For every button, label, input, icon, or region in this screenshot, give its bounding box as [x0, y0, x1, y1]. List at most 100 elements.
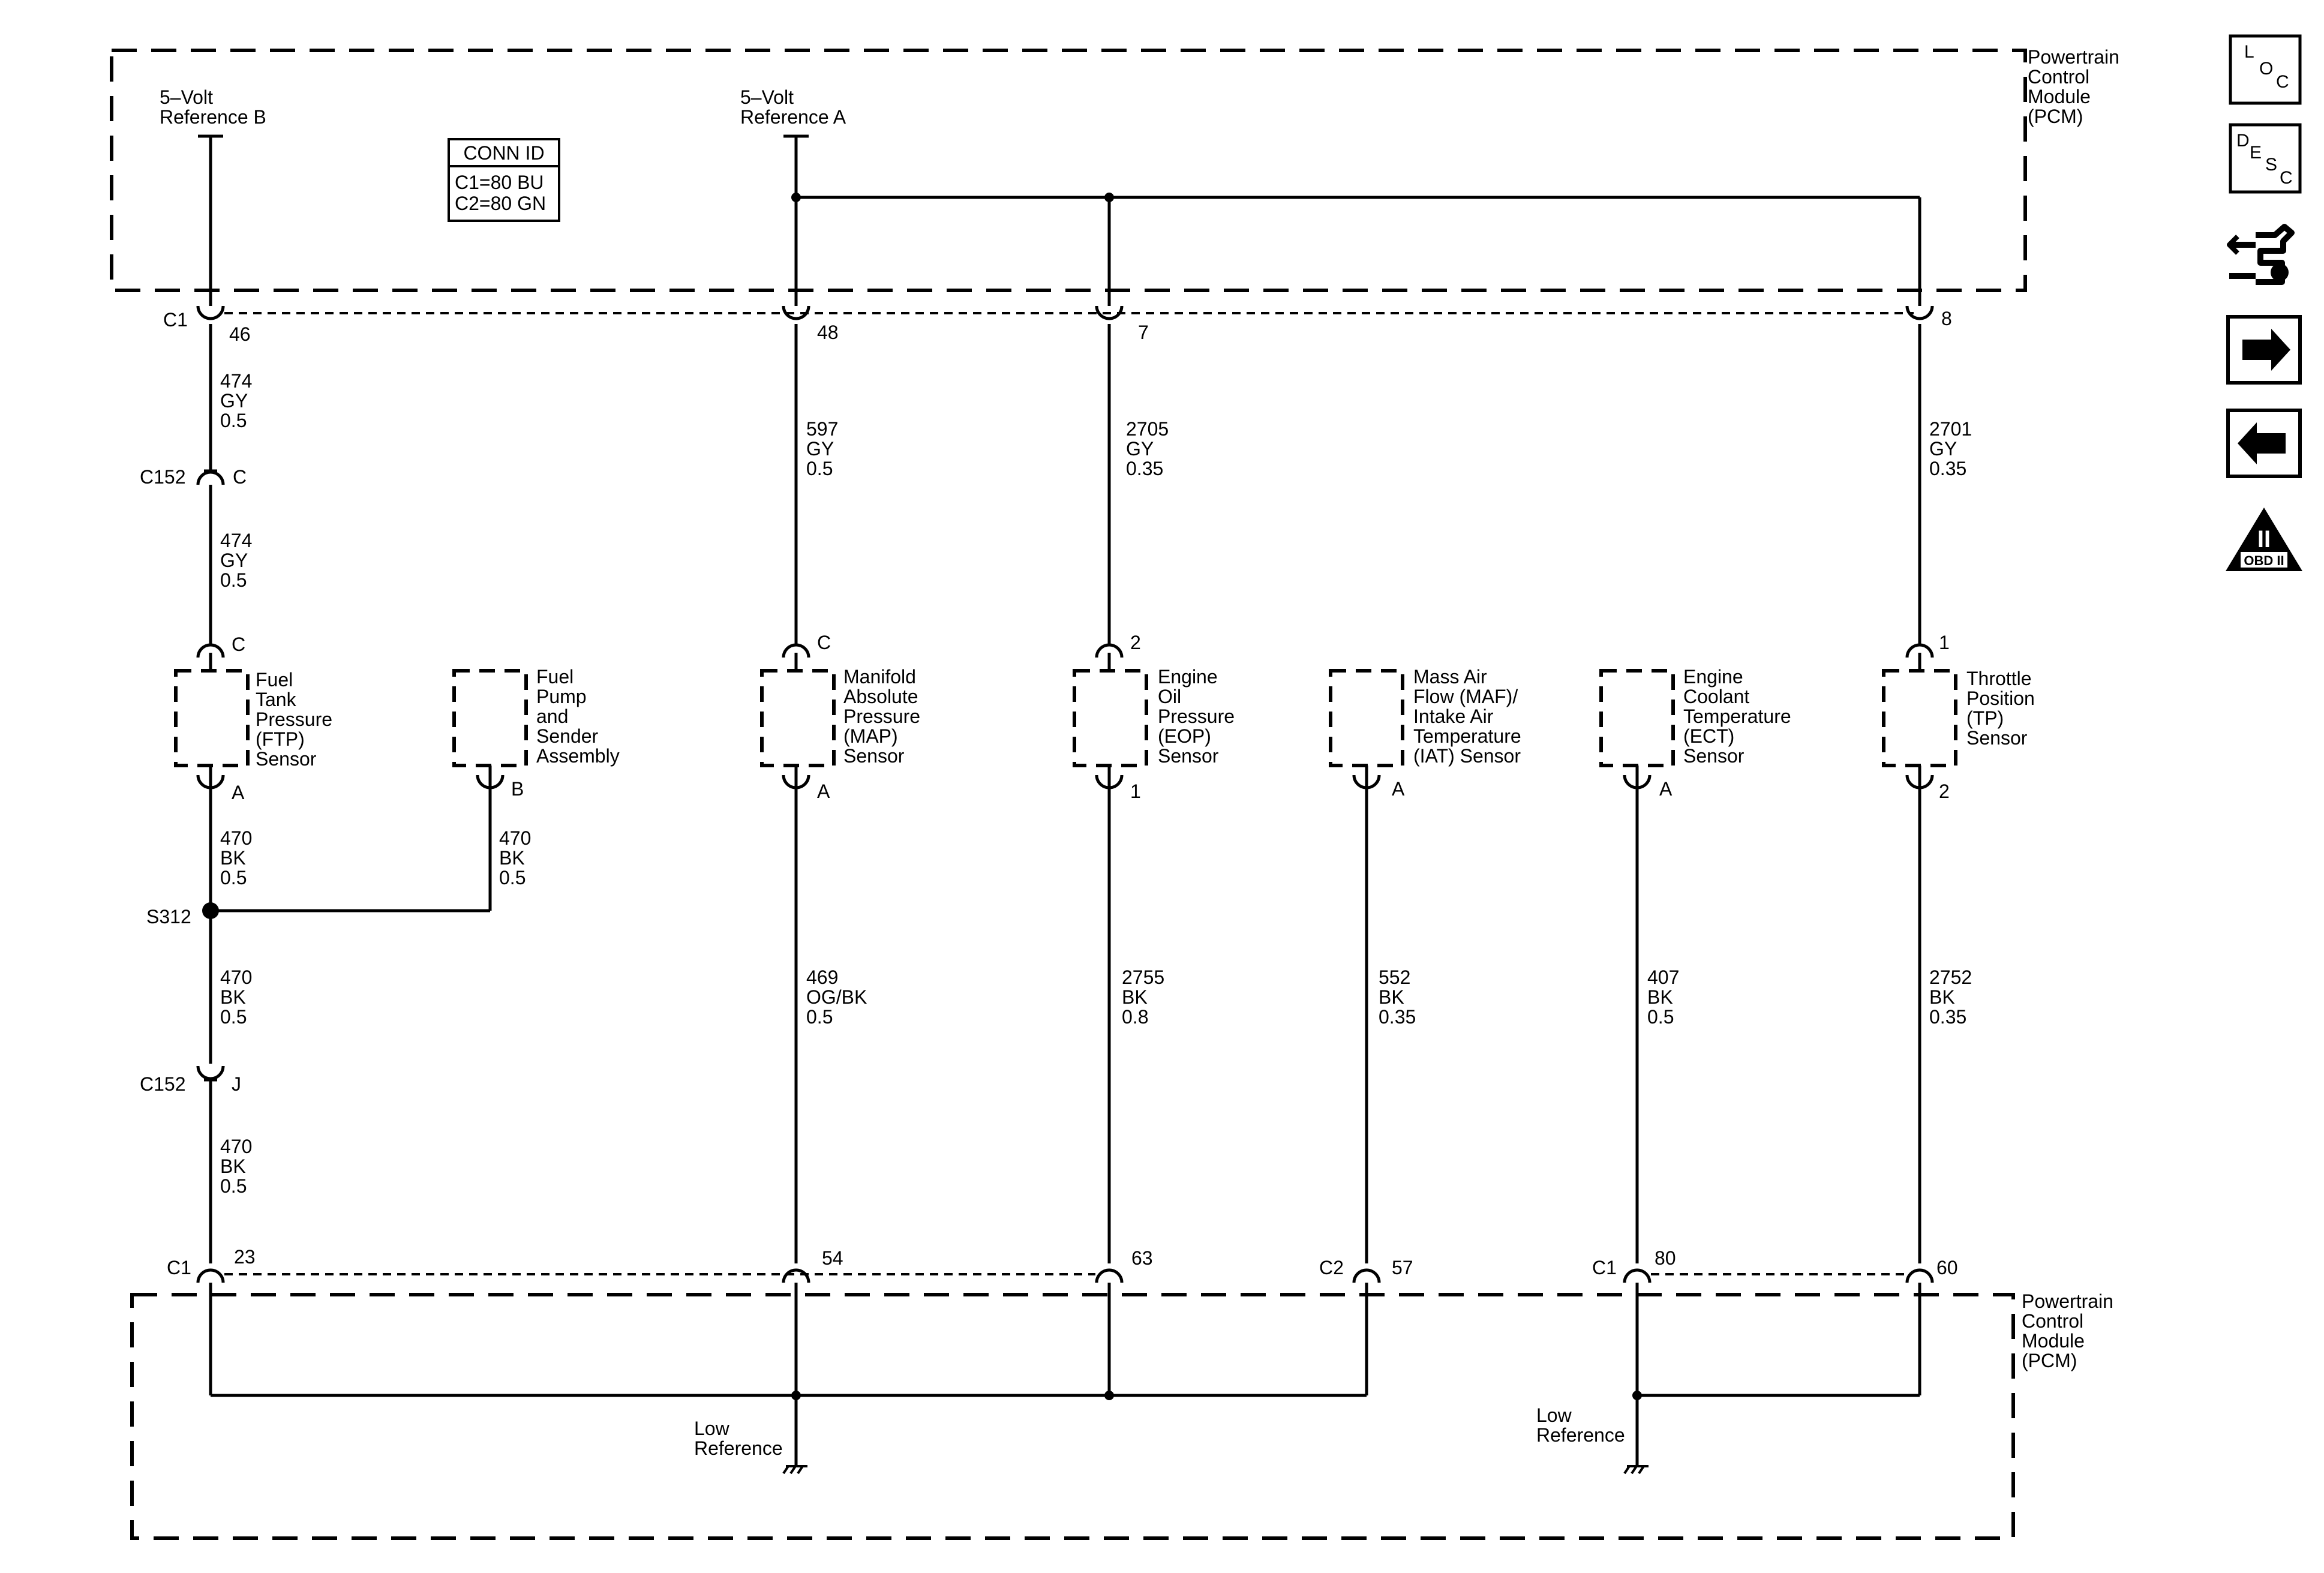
fuel-pump-bottom-pin: B: [511, 778, 524, 800]
svg-text:L: L: [2244, 42, 2254, 62]
terminal-ect-a: [1623, 775, 1652, 789]
ect-sensor-name: Engine Coolant Temperature (ECT) Sensor: [1683, 666, 1797, 767]
svg-text:C: C: [2276, 72, 2289, 92]
terminal-ftp-c: [196, 643, 225, 658]
fuel-pump-box: [452, 669, 528, 767]
location-icon: [2229, 34, 2302, 105]
terminal-c1-23: [196, 1268, 225, 1283]
junction-dot: [1104, 193, 1114, 202]
ground-icon-left: [782, 1465, 807, 1475]
reference-a-label: 5–Volt Reference A: [740, 86, 846, 128]
splice-label: S312: [146, 906, 191, 927]
desc-button[interactable]: D E S C: [2229, 123, 2302, 194]
eop-sensor-name: Engine Oil Pressure (EOP) Sensor: [1158, 666, 1240, 767]
terminal-c1-48: [782, 305, 810, 320]
pin-57: 57: [1392, 1257, 1413, 1278]
junction-dot: [791, 193, 801, 202]
terminal-tp-2: [1905, 775, 1934, 789]
terminal-maf-a: [1352, 775, 1381, 789]
splice-s312-dot: [202, 902, 219, 919]
ftp-top-pin: C: [232, 634, 245, 655]
tp-sensor-box: [1882, 669, 1957, 767]
terminal-tp-1: [1905, 643, 1934, 658]
terminal-eop-2: [1095, 643, 1124, 658]
wire-label: 470 BK 0.5: [220, 1136, 257, 1197]
obd-ii-button[interactable]: II OBD II: [2226, 508, 2302, 571]
conn-id-c1: C1=80 BU: [455, 172, 544, 193]
ect-bottom-pin: A: [1659, 778, 1673, 800]
terminal-c1-46: [196, 305, 225, 320]
top-conn-label: C1: [163, 309, 188, 331]
terminal-map-a: [782, 775, 810, 789]
pin-23: 23: [234, 1246, 256, 1268]
low-reference-label: Low Reference: [694, 1418, 783, 1459]
wire-label: 470 BK 0.5: [499, 827, 536, 888]
ftp-bottom-pin: A: [232, 782, 245, 803]
fuel-pump-name: Fuel Pump and Sender Assembly: [536, 666, 620, 767]
pcm-bottom-box: [130, 1293, 2015, 1540]
wire-label: 470 BK 0.5: [220, 966, 257, 1028]
obd-ii-icon: II OBD II: [2226, 508, 2302, 571]
loc-button[interactable]: L O C: [2229, 34, 2302, 105]
tp-top-pin: 1: [1939, 632, 1950, 653]
eop-top-pin: 2: [1130, 632, 1141, 653]
wire-label: 407 BK 0.5: [1647, 966, 1685, 1028]
eop-bottom-pin: 1: [1130, 781, 1141, 802]
svg-text:S: S: [2265, 155, 2277, 175]
wire-label: 470 BK 0.5: [220, 827, 257, 888]
wire-label: 2755 BK 0.8: [1122, 966, 1170, 1028]
terminal-c2-57: [1352, 1268, 1381, 1283]
terminal-c1-7: [1095, 305, 1124, 320]
map-sensor-box: [760, 669, 836, 767]
wire-label: 2701 GY 0.35: [1929, 418, 1977, 479]
svg-text:O: O: [2259, 59, 2273, 79]
tp-bottom-pin: 2: [1939, 781, 1950, 802]
terminal-c1-63: [1095, 1268, 1124, 1283]
next-button[interactable]: [2226, 315, 2302, 385]
map-sensor-name: Manifold Absolute Pressure (MAP) Sensor: [843, 666, 926, 767]
pin-48: 48: [817, 322, 839, 343]
terminal-c152-c: [196, 470, 225, 485]
pcm-label-top: Powertrain Control Module (PCM): [2028, 46, 2125, 127]
junction-dot: [1632, 1391, 1642, 1400]
pin-80: 80: [1655, 1247, 1676, 1269]
conn-id-title: CONN ID: [463, 142, 544, 164]
maf-bottom-pin: A: [1392, 778, 1405, 800]
connector-tool-icon: [2227, 224, 2295, 285]
wire-label: 474 GY 0.5: [220, 530, 257, 591]
terminal-c1-80: [1623, 1268, 1652, 1283]
junction-dot: [791, 1391, 801, 1400]
svg-text:OBD II: OBD II: [2244, 553, 2284, 568]
ground-icon-right: [1623, 1465, 1649, 1475]
svg-text:D: D: [2236, 131, 2250, 151]
wire-label: 552 BK 0.35: [1379, 966, 1416, 1028]
eop-sensor-box: [1073, 669, 1148, 767]
pin-63: 63: [1131, 1247, 1153, 1269]
previous-button[interactable]: [2226, 409, 2302, 478]
ftp-sensor-name: Fuel Tank Pressure (FTP) Sensor: [256, 669, 338, 770]
map-top-pin: C: [817, 632, 831, 653]
tp-sensor-name: Throttle Position (TP) Sensor: [1966, 668, 2040, 749]
description-icon: [2229, 123, 2302, 194]
wire-label: 2752 BK 0.35: [1929, 966, 1977, 1028]
svg-text:II: II: [2257, 526, 2271, 553]
c152-top-conn: C152: [140, 466, 186, 488]
maf-sensor-box: [1329, 669, 1404, 767]
bottom-conn-c1b: C1: [1592, 1257, 1617, 1278]
wire-label: 597 GY 0.5: [806, 418, 843, 479]
terminal-fuel-pump-b: [476, 775, 505, 789]
ect-sensor-box: [1599, 669, 1675, 767]
terminal-c1-8: [1905, 305, 1934, 320]
wire-label: 469 OG/BK 0.5: [806, 966, 872, 1028]
ftp-sensor-box: [174, 669, 250, 767]
terminal-c1-60: [1905, 1268, 1934, 1283]
pin-54: 54: [822, 1247, 843, 1269]
connector-tool-button[interactable]: [2227, 224, 2295, 285]
wire-label: 474 GY 0.5: [220, 370, 257, 431]
terminal-map-c: [782, 643, 810, 658]
c152-bottom-pin: J: [232, 1073, 241, 1095]
pin-7: 7: [1138, 322, 1149, 343]
svg-text:E: E: [2250, 143, 2262, 163]
reference-b-label: 5–Volt Reference B: [160, 86, 266, 128]
